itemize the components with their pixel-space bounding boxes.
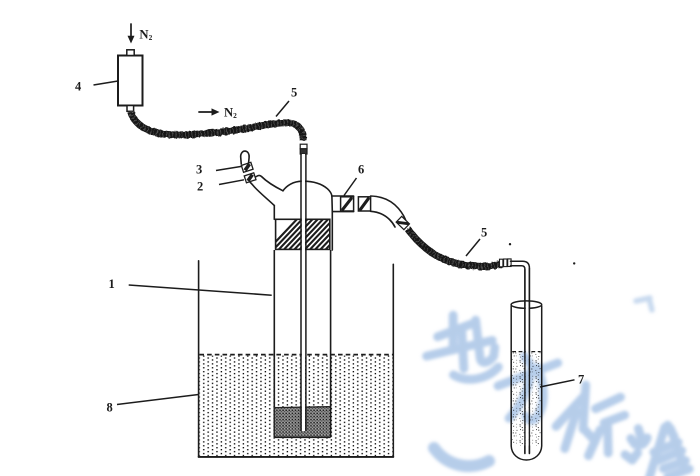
svg-text:N2: N2 bbox=[139, 28, 152, 42]
svg-text:4: 4 bbox=[75, 80, 82, 94]
svg-text:8: 8 bbox=[107, 401, 113, 415]
svg-text:3: 3 bbox=[196, 162, 202, 176]
svg-text:6: 6 bbox=[358, 163, 364, 177]
svg-text:N2: N2 bbox=[224, 106, 237, 120]
svg-text:5: 5 bbox=[291, 86, 297, 100]
svg-text:1: 1 bbox=[109, 277, 115, 291]
svg-text:7: 7 bbox=[578, 373, 584, 387]
svg-text:5: 5 bbox=[481, 226, 487, 240]
svg-text:2: 2 bbox=[197, 179, 203, 193]
